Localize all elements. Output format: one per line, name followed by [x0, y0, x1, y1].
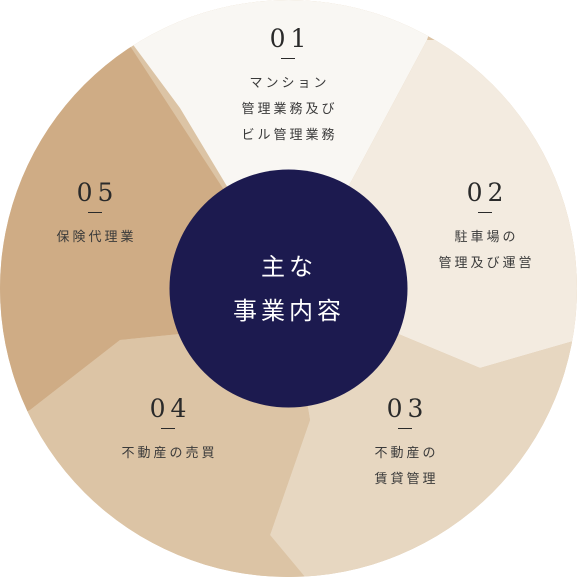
segment-02-line-2: 管理及び運営 [438, 256, 535, 271]
segment-01-label: 01 マンション 管理業務及び ビル管理業務 [188, 26, 388, 149]
segment-04-label: 04 不動産の売買 [88, 396, 248, 467]
segment-04-number: 04 [149, 394, 192, 423]
segment-01-line-1: マンション [249, 76, 330, 91]
segment-01-line-3: ビル管理業務 [241, 128, 338, 143]
segment-03-line-1: 不動産の [374, 446, 439, 461]
segment-01[interactable] [100, 0, 440, 288]
segment-02-line-1: 駐車場の [454, 230, 519, 245]
segment-04-line-1: 不動産の売買 [121, 446, 218, 461]
segment-03-number: 03 [386, 394, 429, 423]
segment-05-dash [88, 212, 102, 213]
segment-03-label: 03 不動産の 賃貸管理 [325, 396, 485, 493]
segment-05-line-1: 保険代理業 [56, 230, 137, 245]
segment-02-label: 02 駐車場の 管理及び運営 [400, 180, 570, 277]
segment-05-label: 05 保険代理業 [20, 180, 170, 251]
segment-04-dash [161, 428, 175, 429]
segment-01-line-2: 管理業務及び [241, 102, 338, 117]
center-circle [169, 169, 408, 408]
segment-03-dash [398, 428, 412, 429]
segment-03-line-2: 賃貸管理 [374, 472, 439, 487]
segment-01-dash [281, 58, 295, 59]
segment-02-dash [478, 212, 492, 213]
segment-01-number: 01 [269, 24, 312, 53]
segment-02-number: 02 [466, 178, 509, 207]
segment-05-number: 05 [76, 178, 119, 207]
